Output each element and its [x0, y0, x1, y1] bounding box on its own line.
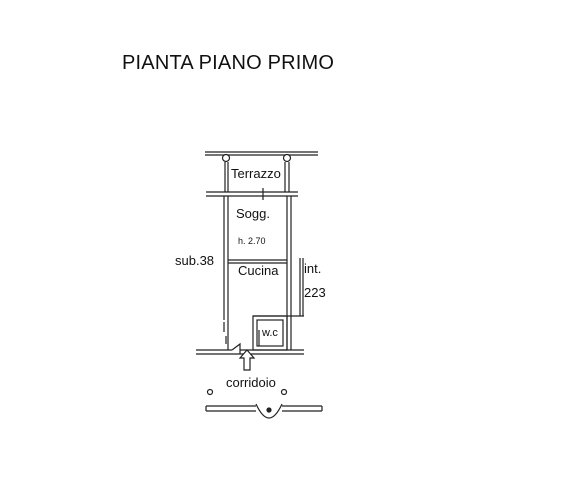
- railing-post-right: [282, 153, 292, 163]
- neighbor-int-number: 223: [304, 285, 326, 300]
- column: [255, 403, 283, 419]
- plan-title: PIANTA PIANO PRIMO: [122, 52, 335, 74]
- corridor-label: corridoio: [226, 375, 276, 390]
- room-height-label: h. 2.70: [238, 236, 266, 246]
- neighbor-sub-label: sub.38: [175, 253, 215, 268]
- room-label-soggiorno: Sogg.: [236, 206, 270, 221]
- room-label-wc: w.c: [262, 327, 278, 339]
- neighbor-int-label: int.: [304, 261, 322, 276]
- room-label-terrazzo: Terrazzo: [231, 166, 281, 181]
- room-label-cucina: Cucina: [238, 263, 279, 278]
- railing-post-left: [221, 153, 231, 163]
- entrance-arrow: [238, 349, 256, 371]
